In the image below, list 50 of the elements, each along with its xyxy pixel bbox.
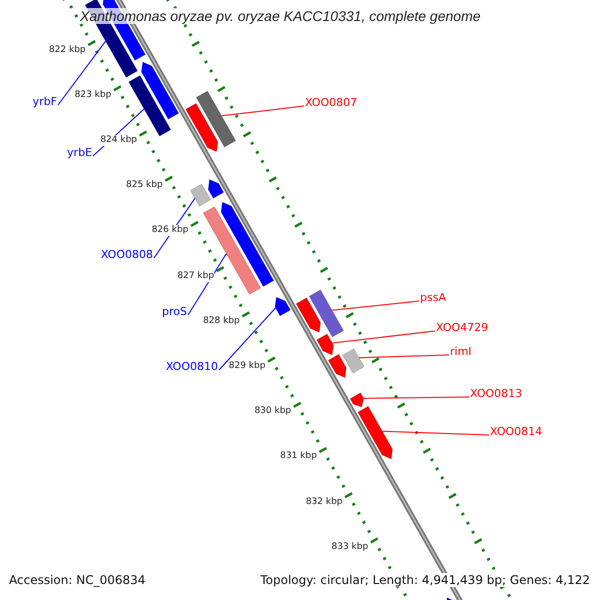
gene-feature <box>185 103 218 152</box>
title: Xanthomonas oryzae pv. oryzae KACC10331, complete genome <box>80 8 481 24</box>
gene-label: XOO4729 <box>436 321 488 334</box>
scale-label: 833 kbp <box>332 542 368 553</box>
gene-feature <box>308 290 344 338</box>
gene-feature <box>220 202 274 287</box>
gene-label: yrbF <box>32 95 57 108</box>
leader-line <box>358 354 450 358</box>
gene-feature <box>190 184 211 206</box>
genome-info-text: Topology: circular; Length: 4,941,439 bp; Genes: 4,122 <box>260 573 590 587</box>
gene-feature <box>358 406 393 460</box>
gene-label: rimI <box>450 345 472 358</box>
gene-label: proS <box>162 305 187 318</box>
gene-feature <box>141 62 179 120</box>
scale-label: 831 kbp <box>280 451 317 462</box>
gene-feature <box>342 348 364 374</box>
leader-line <box>382 430 490 436</box>
gene-feature <box>350 392 364 408</box>
gene-feature <box>208 179 224 199</box>
leader-line <box>218 308 276 370</box>
scale-label: 829 kbp <box>228 361 266 372</box>
scale-label: 828 kbp <box>203 316 240 327</box>
leader-line <box>188 253 227 316</box>
gene-label: XOO0813 <box>470 387 522 400</box>
gene-feature <box>328 354 347 378</box>
gene-label: XOO0807 <box>305 96 358 109</box>
gene-feature <box>128 75 172 136</box>
accession-text: Accession: NC_006834 <box>9 573 146 587</box>
gene-label: XOO0810 <box>166 360 218 373</box>
scale-label: 830 kbp <box>254 406 292 418</box>
gene-label: yrbE <box>67 146 92 159</box>
leader-line <box>363 396 470 399</box>
scale-label: 824 kbp <box>100 134 138 146</box>
gene-label: pssA <box>420 291 446 304</box>
scale-label: 822 kbp <box>48 44 86 56</box>
scale-label: 832 kbp <box>306 496 342 508</box>
gene-label: XOO0814 <box>490 425 542 438</box>
scale-label: 825 kbp <box>126 180 163 192</box>
scale-label: 827 kbp <box>177 270 214 282</box>
gene-feature <box>274 296 291 316</box>
leader-line <box>221 106 304 116</box>
scale-label: 826 kbp <box>152 225 188 236</box>
scale-label: 823 kbp <box>74 90 112 101</box>
leader-line <box>58 40 106 106</box>
gene-label: XOO0808 <box>100 248 153 261</box>
gene-feature <box>296 298 321 333</box>
leader-line <box>332 330 436 344</box>
leader-line <box>332 300 420 311</box>
gene-feature <box>316 334 334 356</box>
gene-feature <box>196 90 236 148</box>
